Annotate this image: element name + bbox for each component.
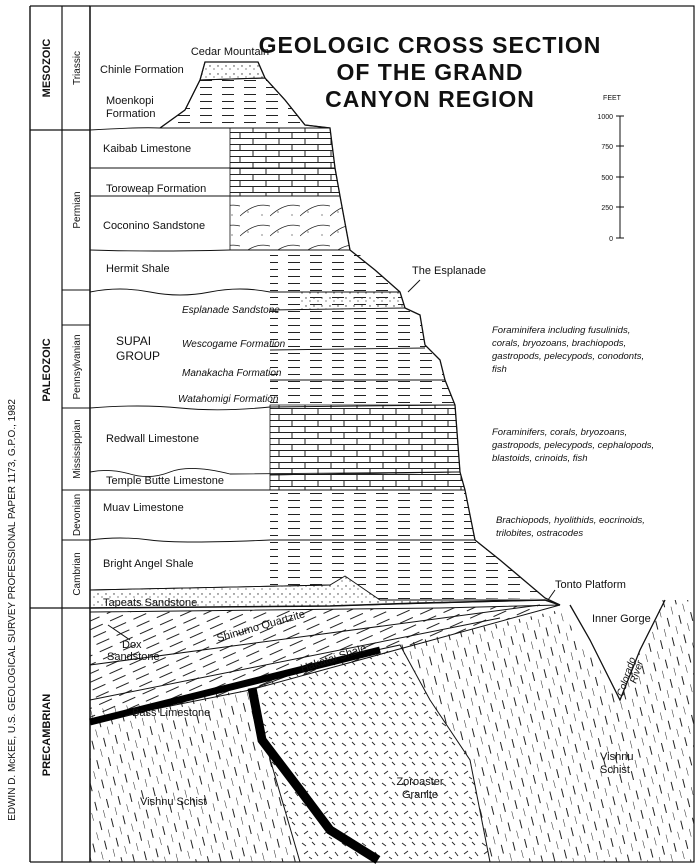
label-vishnu-right-1: Vishnu (600, 751, 633, 763)
diabase-sill (89, 646, 381, 726)
source-credit: EDWIN D. McKEE, U.S. GEOLOGICAL SURVEY P… (7, 399, 18, 821)
toroweap-formation-bed (229, 167, 341, 197)
period-cambrian: Cambrian (72, 552, 83, 595)
diabase-dike (247, 687, 381, 864)
formation-boundaries (89, 127, 475, 591)
inner-gorge-shape (569, 599, 666, 702)
vishnu-schist-right (400, 600, 694, 862)
label-muav: Muav Limestone (103, 502, 184, 514)
fossils-supai-line-1: Foraminifera including fusulinids, (492, 325, 630, 336)
elevation-scale: FEET 1000 750 500 250 0 (597, 95, 624, 243)
label-esplanade-feature: The Esplanade (412, 265, 486, 277)
label-vishnu-right-2: Schist (600, 764, 630, 776)
period-permian: Permian (72, 191, 83, 228)
redwall-limestone-bed (269, 404, 461, 476)
vishnu-schist-left (90, 690, 300, 862)
chinle-formation-cap (199, 61, 266, 81)
muav-limestone-bed (270, 490, 475, 540)
fossils-muav-line-2: trilobites, ostracodes (496, 528, 583, 539)
label-tapeats: Tapeats Sandstone (103, 597, 197, 609)
label-cedar-mountain: Cedar Mountain (191, 46, 269, 58)
pointer-lines (107, 279, 556, 717)
fossils-redwall-line-1: Foraminifers, corals, bryozoans, (492, 427, 627, 438)
fossils-redwall-line-3: blastoids, crinoids, fish (492, 453, 588, 464)
label-tonto: Tonto Platform (555, 579, 626, 591)
label-bright-angel: Bright Angel Shale (103, 558, 194, 570)
period-mississippian: Mississippian (72, 419, 83, 478)
label-redwall: Redwall Limestone (106, 433, 199, 445)
period-pennsylvanian: Pennsylvanian (72, 334, 83, 399)
label-moenkopi-1: Moenkopi (106, 95, 154, 107)
label-hermit: Hermit Shale (106, 263, 170, 275)
scale-unit: FEET (603, 95, 622, 102)
moenkopi-formation-bed (158, 77, 331, 129)
label-supai-2: GROUP (116, 349, 160, 363)
canyon-profile (159, 61, 561, 606)
title-line-3: CANYON REGION (325, 86, 535, 112)
era-precambrian: PRECAMBRIAN (41, 694, 53, 777)
fossils-supai-line-4: fish (492, 364, 507, 375)
label-dox-2: Sandstone (107, 651, 160, 663)
scale-tick-0: 0 (609, 236, 613, 243)
fossils-muav-line-1: Brachiopods, hyolithids, eocrinoids, (496, 515, 645, 526)
era-paleozoic: PALEOZOIC (41, 338, 53, 401)
fossils-supai-line-2: corals, bryozoans, brachiopods, (492, 338, 626, 349)
label-zoroaster-2: Granite (402, 789, 438, 801)
coconino-sandstone-bed (229, 195, 351, 251)
period-triassic: Triassic (72, 51, 83, 85)
label-coconino: Coconino Sandstone (103, 220, 205, 232)
scale-tick-500: 500 (601, 175, 613, 182)
scale-tick-750: 750 (601, 144, 613, 151)
label-chinle: Chinle Formation (100, 64, 184, 76)
period-devonian: Devonian (72, 494, 83, 536)
bright-angel-shale-bed (270, 540, 545, 600)
label-bass: Bass Limestone (132, 707, 210, 719)
scale-tick-250: 250 (601, 205, 613, 212)
label-supai-1: SUPAI (116, 334, 151, 348)
label-dox-1: Dox (122, 639, 142, 651)
hermit-shale-bed (270, 250, 400, 292)
label-moenkopi-2: Formation (106, 108, 156, 120)
label-temple-butte: Temple Butte Limestone (106, 475, 224, 487)
label-watahomigi: Watahomigi Formation (178, 394, 279, 405)
label-vishnu-left: Vishnu Schist (140, 796, 206, 808)
title-line-1: GEOLOGIC CROSS SECTION (259, 32, 602, 58)
kaibab-limestone-bed (229, 127, 336, 169)
label-wescogame: Wescogame Formation (182, 339, 286, 350)
label-inner-gorge: Inner Gorge (592, 613, 651, 625)
title-line-2: OF THE GRAND (336, 59, 523, 85)
label-zoroaster-1: Zoroaster (396, 776, 443, 788)
scale-tick-1000: 1000 (597, 114, 613, 121)
label-manakacha: Manakacha Formation (182, 368, 282, 379)
label-esplanade-sandstone: Esplanade Sandstone (182, 305, 280, 316)
label-kaibab: Kaibab Limestone (103, 143, 191, 155)
label-toroweap: Toroweap Formation (106, 183, 206, 195)
fossils-supai-line-3: gastropods, pelecypods, conodonts, (492, 351, 644, 362)
era-mesozoic: MESOZOIC (41, 39, 53, 98)
fossils-redwall-line-2: gastropods, pelecypods, cephalopods, (492, 440, 654, 451)
